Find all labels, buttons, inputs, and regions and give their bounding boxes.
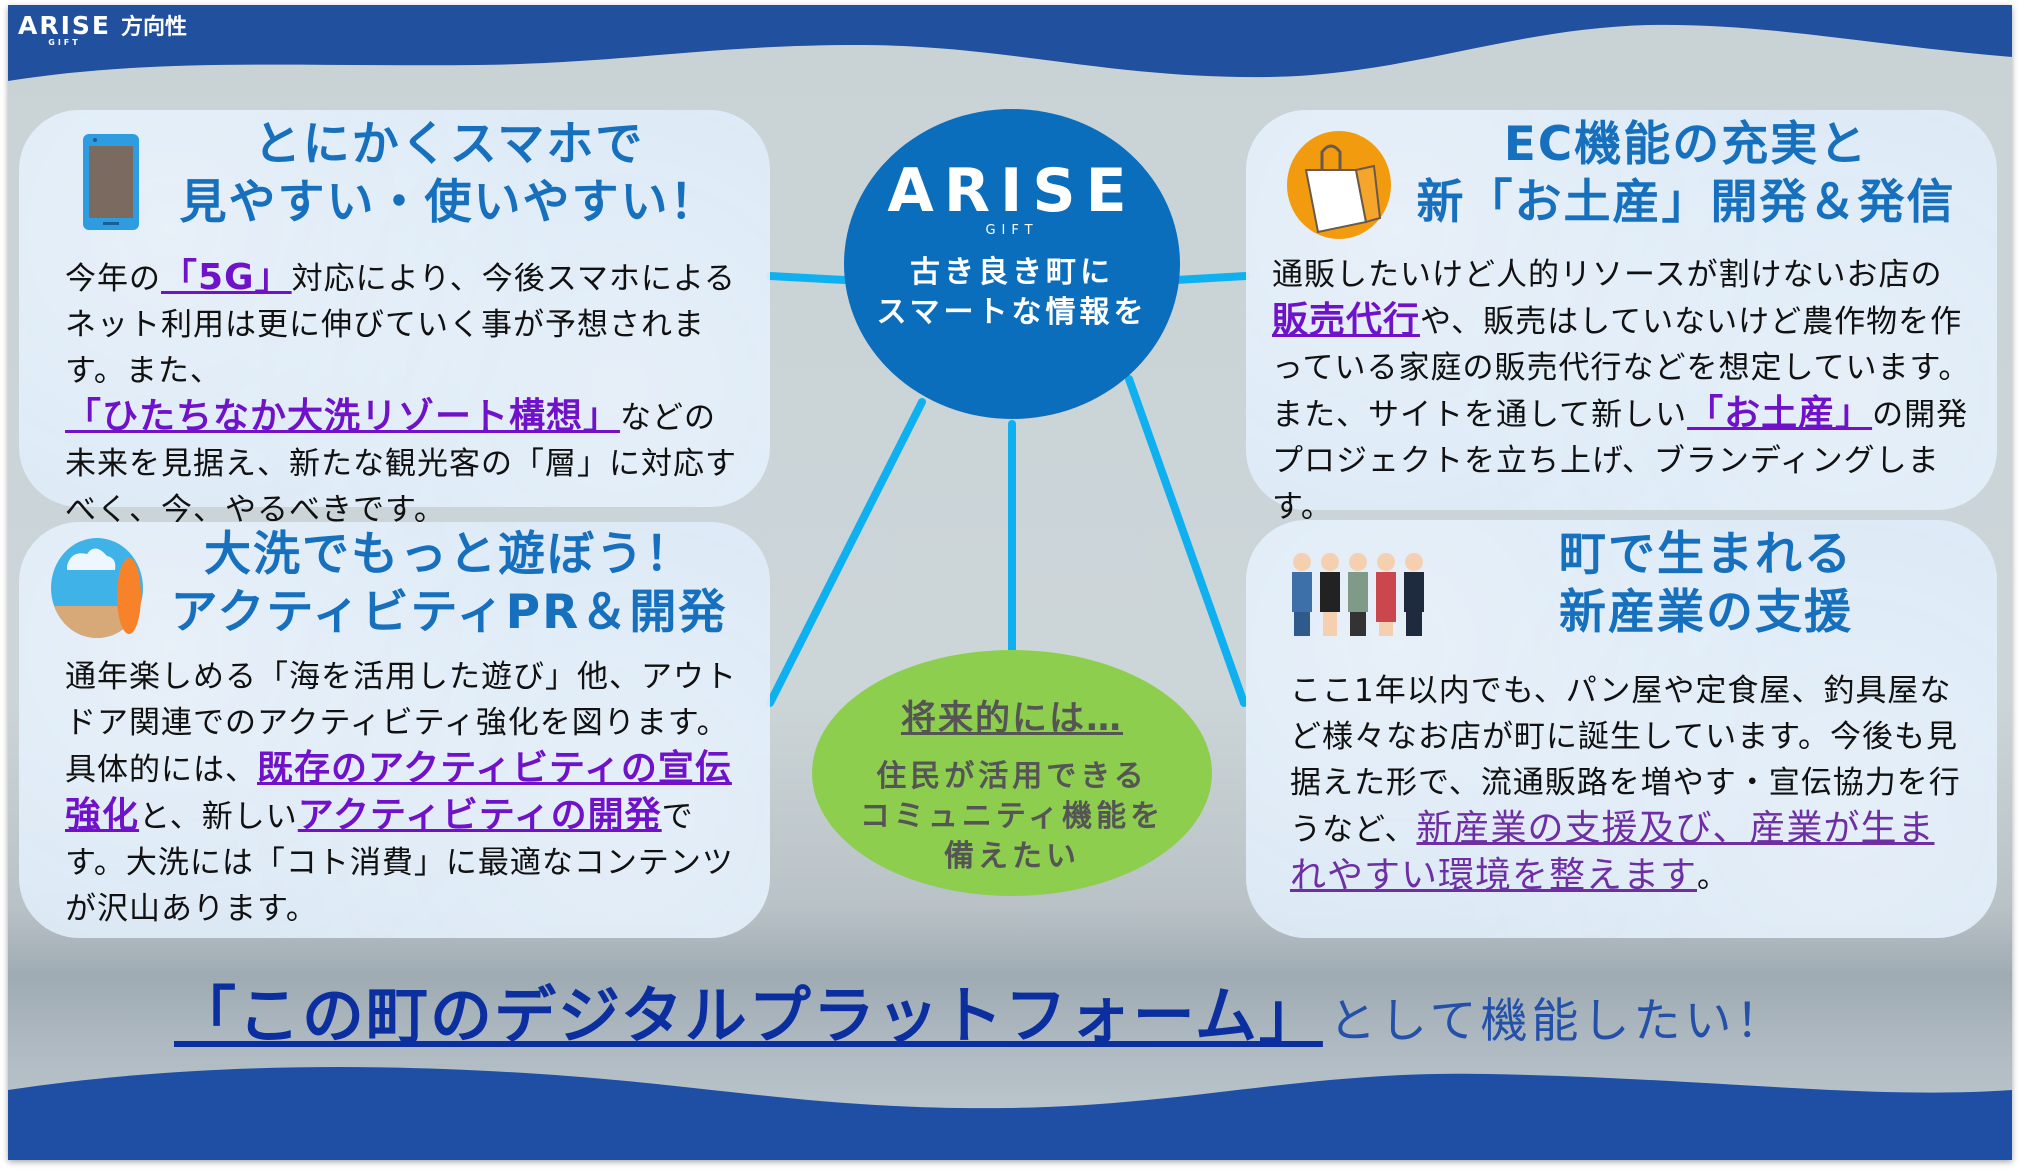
beach-surfboard-icon [51,538,143,638]
card-title-line1: 町で生まれる [1559,527,1853,582]
shopping-bag-icon [1287,131,1391,239]
card-activity: 大洗でもっと遊ぼう！ アクティビティPR＆開発 通年楽しめる「海を活用した遊び」… [19,522,770,938]
highlight-text: 「ひたちなか大洗リゾート構想」 [65,396,621,437]
card-title-line2: アクティビティPR＆開発 [170,585,728,640]
future-line-1: 住民が活用できる [876,759,1148,794]
future-line-3: 備えたい [944,839,1080,874]
connector-right-top [1172,272,1250,284]
card-body: 通販したいけど人的リソースが割けないお店の販売代行や、販売はしていないけど農作物… [1272,252,1972,530]
bottom-tagline: 「この町のデジタルプラットフォーム」 として機能したい！ [174,965,1787,1055]
tagline-rest: として機能したい！ [1328,994,1787,1049]
highlight-text: 「5G」 [161,257,292,298]
smartphone-icon [83,134,139,230]
body-text: や、販売はしていないけど農作物を作っている家庭の販売代行などを想定しています。ま… [1272,304,1971,433]
card-title-line1: EC機能の充実と [1503,117,1869,172]
future-line-2: コミュニティ機能を [859,799,1165,834]
slide: ARISE GIFT 方向性 とにかくスマホで 見やすい・使いやすい！ 今年の「… [8,5,2012,1160]
body-text: の開発プロジェクトを立ち上げ、ブランディングします。 [1272,397,1969,525]
body-text: 通販したいけど人的リソースが割けないお店の [1272,257,1943,293]
card-smartphone: とにかくスマホで 見やすい・使いやすい！ 今年の「5G」対応により、今後スマホに… [19,110,770,528]
card-title-line2: 新「お土産」開発＆発信 [1416,175,1956,230]
body-text: と、新しい [139,799,298,835]
card-title-line1: 大洗でもっと遊ぼう！ [204,527,694,582]
highlight-text: 販売代行 [1272,300,1421,341]
hub-brand: ARISE [887,156,1137,226]
hub-brand-sub: GIFT [985,223,1039,238]
body-text: 通年楽しめる「海を活用した遊び」他、アウトドア関連でのアクティビティ強化を図りま… [65,659,737,788]
top-wave-band [8,5,2012,81]
card-body: 今年の「5G」対応により、今後スマホによるネット利用は更に伸びていく事が予想され… [65,255,745,533]
arise-logo-small: ARISE GIFT [18,13,111,47]
card-industry: 町で生まれる 新産業の支援 ここ1年以内でも、パン屋や定食屋、釣具屋など様々なお… [1246,520,1997,938]
logo-subtext: GIFT [48,38,81,47]
card-title-line1: とにかくスマホで [253,117,645,172]
card-body: 通年楽しめる「海を活用した遊び」他、アウトドア関連でのアクティビティ強化を図りま… [65,654,745,932]
body-text: 。 [1697,859,1730,895]
body-text: 対応により、今後スマホによるネット利用は更に伸びていく事が予想されます。また、 [65,261,736,389]
page-title: 方向性 [120,15,187,40]
logo-text: ARISE [18,11,111,40]
card-title-line2: 見やすい・使いやすい！ [179,175,719,230]
tagline-main: 「この町のデジタルプラットフォーム」 [174,979,1323,1052]
header: ARISE GIFT 方向性 [18,13,187,47]
highlight-text: アクティビティの開発 [297,795,662,836]
connector-left-top [766,272,848,284]
connector-lines [766,272,1250,707]
card-title-line2: 新産業の支援 [1559,585,1853,640]
connector-left-bottom [766,398,926,707]
bottom-wave-band [8,1067,2012,1160]
hub-tagline-1: 古き良き町に [910,255,1114,290]
highlight-text: 既存のアクティビティの宣伝強化 [65,748,732,836]
card-body: ここ1年以内でも、パン屋や定食屋、釣具屋など様々なお店が町に誕生しています。今後… [1290,668,1970,900]
future-ellipse: 将来的には… 住民が活用できる コミュニティ機能を 備えたい [812,650,1212,896]
highlight-text: 新産業の支援及び、産業が生まれやすい環境を整えます [1290,808,1935,896]
body-text: です。大洗には「コト消費」に最適なコンテンツが沢山あります。 [65,799,734,927]
body-text: などの未来を見据え、新たな観光客の「層」に対応すべく、今、やるべきです。 [65,400,737,528]
future-title: 将来的には… [900,699,1123,739]
hub-circle: ARISE GIFT 古き良き町に スマートな情報を [844,109,1180,419]
body-text: ここ1年以内でも、パン屋や定食屋、釣具屋など様々なお店が町に誕生しています。今後… [1290,673,1961,848]
highlight-text: 「お土産」 [1687,393,1873,434]
card-ec: EC機能の充実と 新「お土産」開発＆発信 通販したいけど人的リソースが割けないお… [1246,110,1997,525]
connector-right-bottom [1125,375,1248,707]
workers-group-icon [1292,553,1424,636]
body-text: 今年の [65,261,161,297]
hub-tagline-2: スマートな情報を [876,295,1148,330]
